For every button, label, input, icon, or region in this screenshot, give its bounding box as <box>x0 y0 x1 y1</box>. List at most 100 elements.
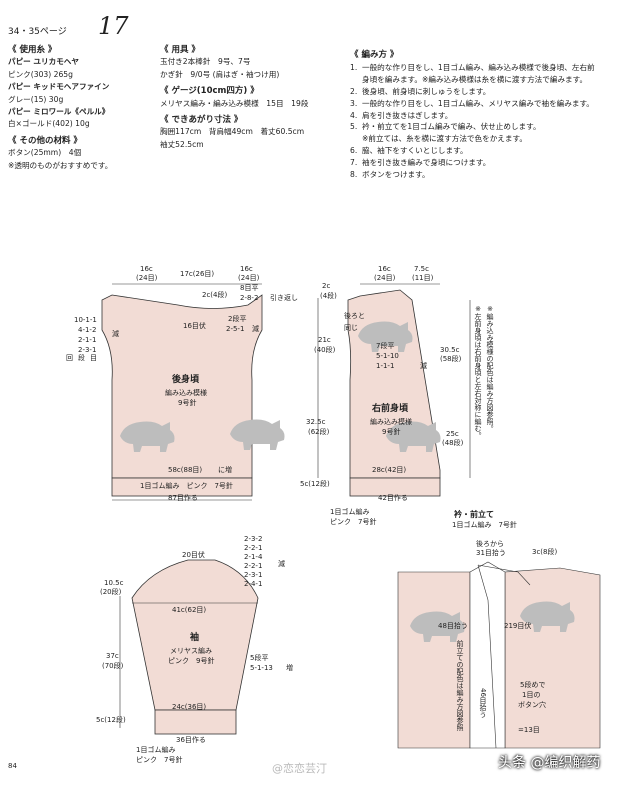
method-step: 3.一般的な作り目をし、1目ゴム編み、メリヤス編みで袖を編みます。 <box>350 98 594 108</box>
front-shoulder-drop: (4段) <box>320 292 337 300</box>
sleeve-cuff-width: 24c(36目) <box>172 703 207 711</box>
dimension-lines <box>112 283 471 728</box>
collar-title: 衿・前立て <box>454 510 494 519</box>
front-right-height: 25c <box>446 430 459 438</box>
front-rib: ピンク 7号針 <box>330 518 377 526</box>
back-cast-on: 87目作る <box>168 494 198 502</box>
sleeve-increase: 増 <box>286 664 293 672</box>
watermark: 头条 @编织解药 <box>498 755 601 771</box>
back-neck-label: 2c(4段) <box>202 291 228 299</box>
front-cast-on: 42目作る <box>378 494 408 502</box>
front-neck-note: 同じ <box>344 324 358 332</box>
front-right-height: (58段) <box>440 355 462 363</box>
front-shoulder-dim: 16c <box>378 265 391 273</box>
sleeve-cuff-height: 5c(12段) <box>96 716 126 724</box>
back-armhole-label: 4-1-2 <box>78 326 97 334</box>
method-step: 6.脇、袖下をすくいとじします。 <box>350 146 468 156</box>
collar-label: 219目伏 <box>504 622 532 630</box>
back-neck-label: 引き返し <box>270 294 298 302</box>
back-armhole-label: 段 <box>78 354 85 362</box>
gauge-title: 《 ゲージ(10cm四方) 》 <box>160 86 259 97</box>
back-body-shape <box>101 294 285 497</box>
back-neck-label: 8目平 <box>240 284 259 292</box>
sleeve-cap-shaping: 2-3-1 <box>244 571 263 579</box>
pattern-number: 17 <box>98 12 129 40</box>
watermark: @恋恋芸汀 <box>272 762 327 775</box>
collar-label: 46目拾う <box>479 688 487 718</box>
front-neck-dim: 7.5c <box>414 265 429 273</box>
front-neck-dim: (11目) <box>412 274 434 282</box>
sleeve-cap-shaping: 2-2-1 <box>244 562 263 570</box>
back-increase: に増 <box>218 466 232 474</box>
back-armhole-label: 減 <box>112 330 119 338</box>
tools-section: 《 用具 》 玉付き2本棒針 9号、7号 かぎ針 9/0号 (肩はぎ・袖つけ用)… <box>160 44 308 151</box>
back-width: 58c(88目) <box>168 466 203 474</box>
front-note: ※編み込み模様の配色は編み方図参照。 <box>486 305 494 432</box>
back-armhole-label: 2-1-1 <box>78 336 97 344</box>
front-right-height: (48段) <box>442 439 464 447</box>
sleeve-length: 37c <box>106 652 119 660</box>
sleeve-rib: 1目ゴム編み <box>136 746 176 754</box>
front-neck-shaping: 減 <box>420 362 427 370</box>
front-neck-shaping: 7段平 <box>376 342 395 350</box>
back-neck-dim: 17c(26目) <box>180 270 215 278</box>
front-pattern: 編み込み模様 <box>370 418 412 426</box>
back-title: 後身頃 <box>172 375 200 385</box>
method-step: 8.ボタンをつけます。 <box>350 170 430 180</box>
page-reference: 34・35ページ <box>8 27 67 37</box>
sleeve-increase: 5-1-13 <box>250 664 273 672</box>
back-shoulder-dim: 16c <box>240 265 253 273</box>
sleeve-bind-off: 20目伏 <box>182 551 205 559</box>
collar-label: =13目 <box>518 726 540 734</box>
size-title: 《 できあがり寸法 》 <box>160 115 243 126</box>
sleeve-width: 41c(62目) <box>172 606 207 614</box>
method-title: 《 編み方 》 <box>350 50 399 60</box>
collar-label: 3c(8段) <box>532 548 558 556</box>
front-shoulder-dim: (24目) <box>374 274 396 282</box>
back-neck-label: 16目伏 <box>183 322 206 330</box>
front-armhole-height: (40段) <box>314 346 336 354</box>
front-body-shape <box>347 289 441 497</box>
method-step: 7.袖を引き抜き編みで身頃につけます。 <box>350 158 491 168</box>
size-line: 胸囲117cm 背肩幅49cm 着丈60.5cm <box>160 127 305 137</box>
back-armhole-label: 2-3-1 <box>78 346 97 354</box>
collar-label: 48目拾う <box>438 622 468 630</box>
sleeve-cap-height: 10.5c <box>104 579 124 587</box>
yarn-line: パピー ユリカモヘヤ <box>8 57 79 67</box>
front-shoulder-drop: 2c <box>322 282 331 290</box>
collar-label: 後ろから <box>476 540 504 548</box>
front-note: ※左前身頃は右前身頃と左右対称に編む。 <box>474 305 482 439</box>
front-title: 右前身頃 <box>372 404 409 414</box>
back-armhole-label: 目 <box>90 354 97 362</box>
back-shoulder-dim: 16c <box>140 265 153 273</box>
back-neck-label: 減 <box>252 325 259 333</box>
sleeve-cap-shaping: 2-3-2 <box>244 535 263 543</box>
collar-subtitle: 1目ゴム編み 7号針 <box>452 521 517 529</box>
sleeve-rib: ピンク 7号針 <box>136 756 183 764</box>
sleeve-cap-shaping: 2-4-1 <box>244 580 263 588</box>
back-shoulder-dim: (24目) <box>238 274 260 282</box>
front-neck-note: 後ろと <box>344 312 365 320</box>
front-armhole-height: 21c <box>318 336 331 344</box>
front-width: 28c(42目) <box>372 466 407 474</box>
sleeve-cap-shaping: 減 <box>278 560 285 568</box>
sleeve-cap-height: (20段) <box>100 588 122 596</box>
front-neck-shaping: 5-1-10 <box>376 352 399 360</box>
sleeve-needle: ピンク 9号針 <box>168 657 215 665</box>
collar-label: 31目拾う <box>476 549 506 557</box>
front-needle: 9号針 <box>382 428 401 436</box>
yarn-line: パピー キッドモヘアファイン <box>8 82 110 92</box>
sleeve-cast-on: 36目作る <box>176 736 206 744</box>
back-neck-label: 2-5-1 <box>226 325 245 333</box>
collar-label: 1目の <box>522 691 541 699</box>
back-needle: 9号針 <box>178 399 197 407</box>
method-step-cont: 身頃を編みます。※編み込み模様は糸を横に渡す方法で編みます。 <box>362 74 588 84</box>
collar-label: 5段めで <box>520 681 546 689</box>
method-section: 《 編み方 》 1.一般的な作り目をし、1目ゴム編み、編み込み模様で後身頃、左右… <box>350 50 635 181</box>
sleeve-increase: 5段平 <box>250 654 269 662</box>
sleeve-cap-shaping: 2-2-1 <box>244 544 263 552</box>
collar-label: ボタン穴 <box>518 701 546 709</box>
gauge-line: メリヤス編み・編み込み模様 15目 19段 <box>160 98 309 108</box>
yarn-line: グレー(15) 30g <box>8 94 64 104</box>
yarn-line: ピンク(303) 265g <box>8 69 73 79</box>
